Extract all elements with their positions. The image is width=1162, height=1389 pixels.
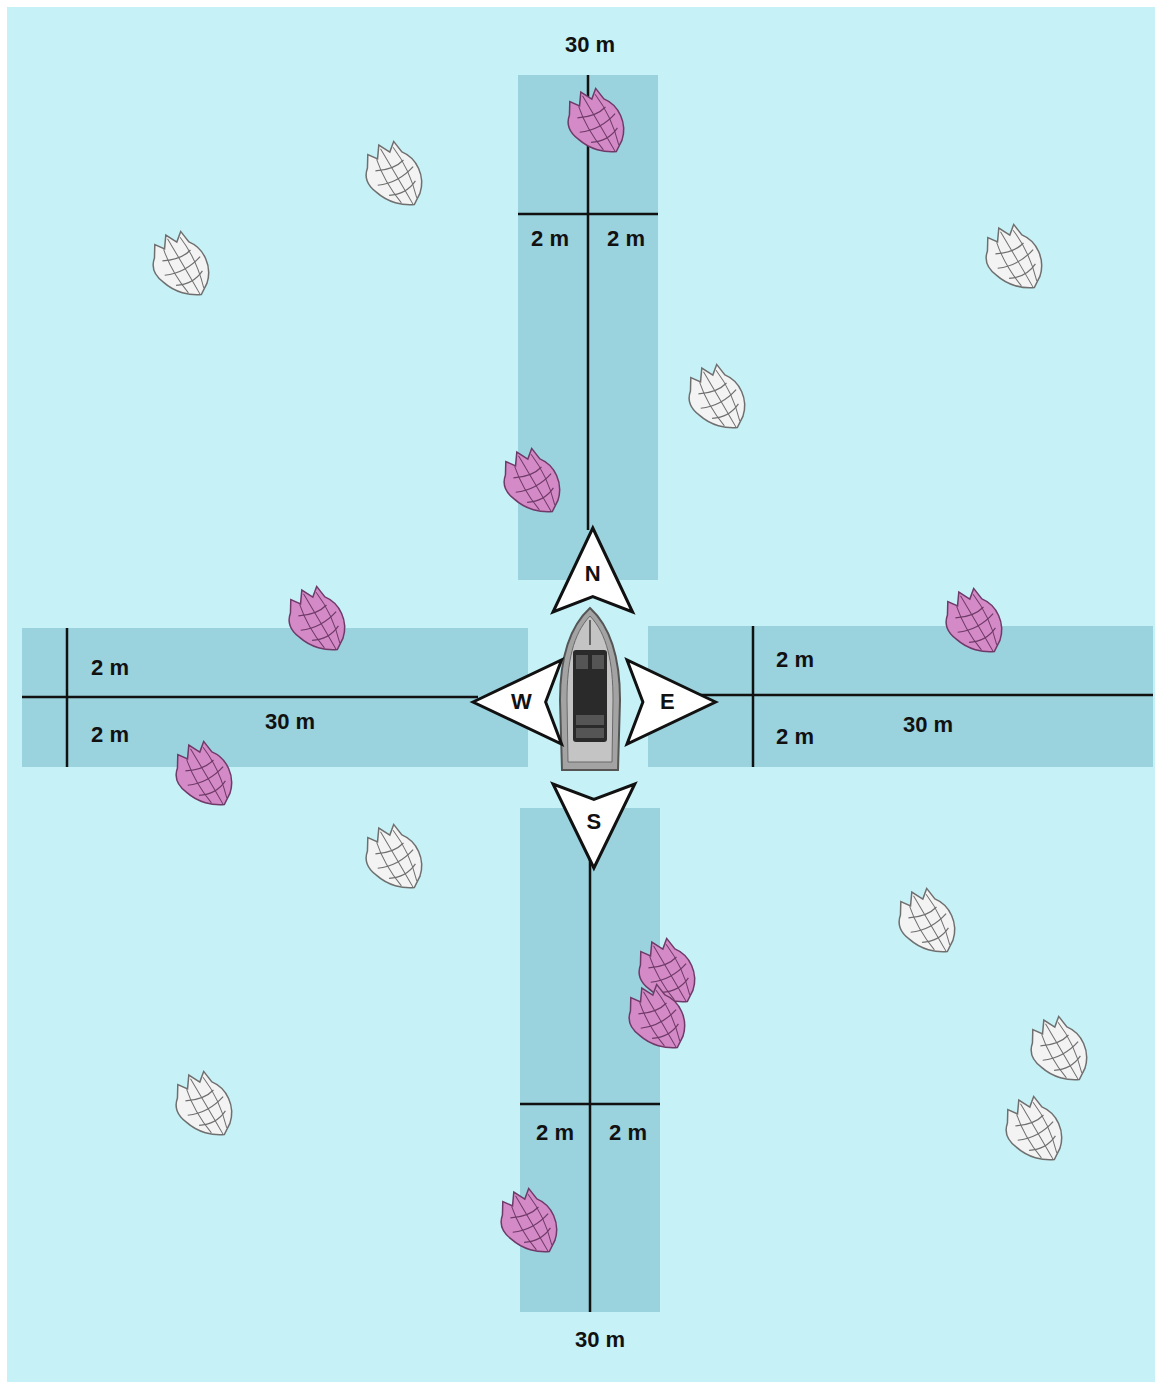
compass-west-arrow: W: [473, 660, 562, 744]
dimension-label: 2 m: [776, 648, 814, 672]
east-width-bar: [752, 626, 755, 767]
white-conch: [356, 134, 432, 218]
compass-letter: W: [511, 691, 532, 713]
pink-conch: [491, 1181, 567, 1265]
dimension-label: 2 m: [531, 227, 569, 251]
white-conch: [889, 881, 965, 965]
dimension-label: 2 m: [607, 227, 645, 251]
west-transect-line: [22, 696, 478, 699]
dimension-label: 2 m: [609, 1121, 647, 1145]
compass-east-arrow: E: [627, 660, 716, 744]
white-conch: [166, 1064, 242, 1148]
compass-letter: N: [585, 563, 601, 585]
arrowhead-shape: [627, 660, 716, 744]
compass-north-arrow: N: [553, 528, 633, 612]
compass-letter: E: [660, 691, 675, 713]
west-transect-band: [22, 628, 528, 767]
dimension-label: 30 m: [903, 713, 953, 737]
north-width-bar: [518, 213, 658, 216]
pink-conch: [166, 734, 242, 818]
dimension-label: 2 m: [536, 1121, 574, 1145]
white-conch: [143, 224, 219, 308]
arrowhead-shape: [553, 528, 633, 612]
dimension-label: 2 m: [91, 723, 129, 747]
pink-conch: [494, 441, 570, 525]
compass-south-arrow: S: [553, 784, 635, 868]
pink-conch: [619, 977, 695, 1061]
compass-letter: S: [587, 811, 602, 833]
dimension-label: 30 m: [265, 710, 315, 734]
arrowhead-shape: [553, 784, 635, 868]
west-width-bar: [66, 628, 69, 767]
sea-ground: [7, 7, 1155, 1382]
pink-conch: [558, 81, 634, 165]
white-conch-group: [143, 134, 1097, 1173]
white-conch: [996, 1089, 1072, 1173]
boat: [560, 608, 620, 770]
arrowhead-shape: [473, 660, 562, 744]
white-conch: [976, 217, 1052, 301]
dimension-label: 2 m: [776, 725, 814, 749]
white-conch: [1021, 1009, 1097, 1093]
east-transect-line: [700, 694, 1153, 697]
dimension-label: 2 m: [91, 656, 129, 680]
pink-conch: [936, 581, 1012, 665]
dimension-label: 30 m: [575, 1328, 625, 1352]
white-conch: [679, 357, 755, 441]
east-transect-band: [648, 626, 1153, 767]
white-conch: [356, 817, 432, 901]
south-transect-line: [589, 856, 592, 1312]
south-width-bar: [520, 1103, 660, 1106]
dimension-label: 30 m: [565, 33, 615, 57]
pink-conch: [279, 579, 355, 663]
pink-conch-group: [166, 81, 1012, 1265]
